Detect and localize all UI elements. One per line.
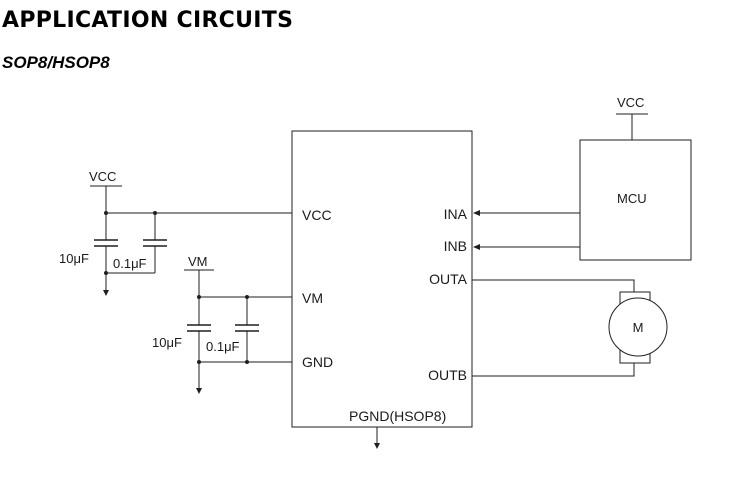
motor-symbol	[608, 297, 668, 357]
pgnd-ground-arrow	[374, 443, 380, 449]
vm-label: VM	[188, 254, 208, 269]
ic-pin-outa-label: OUTA	[429, 271, 468, 287]
vm-bulk-cap-label: 10μF	[152, 335, 182, 350]
ic-pin-outb-label: OUTB	[428, 367, 467, 383]
vm-bypass-cap-label: 0.1μF	[206, 339, 240, 354]
outb-wire	[472, 363, 635, 377]
ic-pin-inb-label: INB	[444, 238, 467, 254]
page-title: APPLICATION CIRCUITS	[2, 8, 294, 33]
gnd-junction-2	[245, 360, 249, 364]
gnd-junction-1	[197, 360, 201, 364]
package-subtitle: SOP8/HSOP8	[2, 53, 110, 72]
ic-pin-pgnd-label: PGND(HSOP8)	[349, 408, 446, 424]
ic-pin-vm-label: VM	[302, 290, 323, 306]
vm-junction-1	[197, 295, 201, 299]
ina-arrow	[473, 210, 480, 216]
vcc-bulk-cap-label: 10μF	[59, 251, 89, 266]
mcu-label: MCU	[617, 191, 647, 206]
vcc-left-label: VCC	[89, 169, 116, 184]
vcc-ground-arrow	[103, 290, 109, 296]
outa-wire	[472, 279, 635, 292]
vcc-mcu-label: VCC	[617, 95, 644, 110]
vcc-junction-1	[104, 211, 108, 215]
mcu-box	[579, 139, 692, 261]
ic-pin-ina-label: INA	[444, 206, 468, 222]
inb-arrow	[473, 244, 480, 250]
vcc-bypass-cap-label: 0.1μF	[113, 256, 147, 271]
vcc-ground-junction	[104, 271, 108, 275]
driver-ic-body	[291, 130, 473, 428]
vm-ground-arrow	[196, 388, 202, 394]
ic-pin-vcc-label: VCC	[302, 207, 332, 223]
ic-pin-gnd-label: GND	[302, 354, 333, 370]
motor-label: M	[633, 320, 644, 335]
